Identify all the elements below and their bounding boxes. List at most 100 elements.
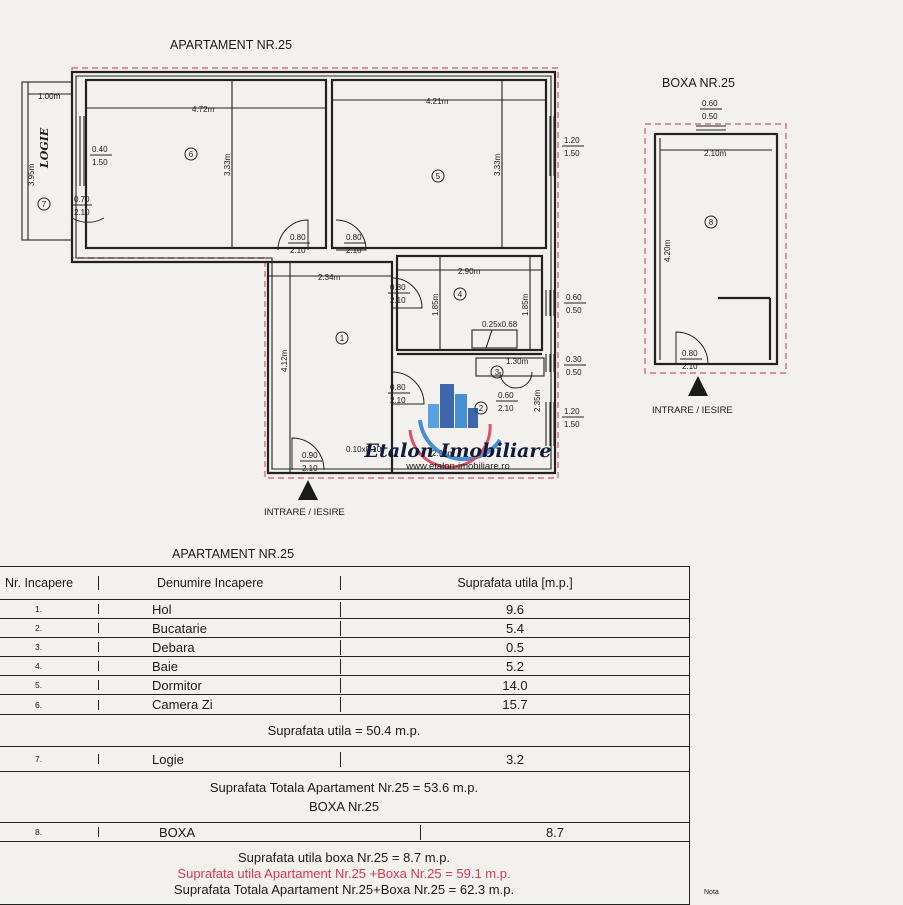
svg-text:2.10: 2.10 xyxy=(74,208,90,217)
window-bath xyxy=(545,290,555,316)
dim-boxa-width: 2.10m xyxy=(704,149,727,158)
apartment-total: Suprafata Totala Apartament Nr.25 = 53.6… xyxy=(209,780,479,795)
room-8-boxa xyxy=(653,132,779,366)
svg-text:2: 2 xyxy=(479,404,484,413)
loggia-outline xyxy=(21,81,73,241)
door-bath xyxy=(391,277,423,309)
svg-text:0.60: 0.60 xyxy=(702,99,718,108)
svg-text:2.10: 2.10 xyxy=(498,404,514,413)
svg-text:0.80: 0.80 xyxy=(390,383,406,392)
svg-text:0.30: 0.30 xyxy=(566,355,582,364)
row-nr: 2. xyxy=(0,623,99,633)
boxa-table-title: BOXA Nr.25 xyxy=(308,799,380,814)
header-nr: Nr. Incapere xyxy=(0,576,99,590)
apartment-plan-title: APARTAMENT NR.25 xyxy=(170,38,292,52)
svg-text:2.10: 2.10 xyxy=(302,464,318,473)
dim-hall-width: 2.34m xyxy=(318,273,341,282)
entrance-label: INTRARE / IESIRE xyxy=(264,507,345,518)
dim-bath-height-1: 1.85m xyxy=(431,293,440,316)
svg-text:3: 3 xyxy=(495,368,500,377)
svg-text:0.80: 0.80 xyxy=(390,283,406,292)
room-4-baie xyxy=(395,254,544,352)
opening-win-room5: 1.20 1.50 xyxy=(562,136,584,158)
window-room-5 xyxy=(545,116,555,176)
row-name: Debara xyxy=(99,639,341,655)
entrance-arrow xyxy=(298,480,318,500)
usable-total-row: Suprafata utila = 50.4 m.p. xyxy=(0,715,689,747)
svg-text:1.20: 1.20 xyxy=(564,136,580,145)
boxa-entrance-arrow xyxy=(688,376,708,396)
window-boxa xyxy=(696,125,726,135)
svg-text:0.90: 0.90 xyxy=(302,451,318,460)
svg-text:7: 7 xyxy=(42,200,47,209)
table-row: 3. Debara 0.5 xyxy=(0,638,689,657)
dim-room5-width: 4.21m xyxy=(426,97,449,106)
room-6-camera-zi xyxy=(84,78,328,250)
opening-win-kitchen: 1.201.50 xyxy=(562,407,584,429)
opening-door-debara: 0.60 2.10 xyxy=(496,391,518,413)
boxa-plan-title: BOXA NR.25 xyxy=(662,76,735,90)
row-nr: 1. xyxy=(0,604,99,614)
apartment-plus-boxa-total: Suprafata Totala Apartament Nr.25+Boxa N… xyxy=(173,881,515,897)
table-row: 5. Dormitor 14.0 xyxy=(0,676,689,695)
row-nr: 3. xyxy=(0,642,99,652)
row-nr: 4. xyxy=(0,661,99,671)
door-room-5 xyxy=(335,219,367,251)
dim-logie-width: 1.00m xyxy=(38,92,61,101)
opening-win-boxa: 0.60 0.50 xyxy=(700,99,722,121)
svg-text:1.50: 1.50 xyxy=(564,149,580,158)
row-area: 0.5 xyxy=(505,639,525,655)
loggia-label: LOGIE xyxy=(38,127,51,169)
svg-text:2.10: 2.10 xyxy=(390,296,406,305)
dim-room6-height: 3.33m xyxy=(223,153,232,176)
dim-kitchen-height: 2.35m xyxy=(533,389,542,412)
door-debara xyxy=(499,371,533,389)
table-title: APARTAMENT NR.25 xyxy=(172,547,295,561)
opening-win-bath: 0.60 0.50 xyxy=(564,293,586,315)
door-logie xyxy=(71,186,105,223)
row-area: 15.7 xyxy=(502,697,528,712)
usable-total: Suprafata utila = 50.4 m.p. xyxy=(267,723,421,738)
svg-text:0.60: 0.60 xyxy=(566,293,582,302)
opening-door-room6: 0.802.10 xyxy=(288,233,310,255)
floor-plan: APARTAMENT NR.25 BOXA NR.25 6 5 1 4 xyxy=(21,38,787,518)
table-row: 6. Camera Zi 15.7 xyxy=(0,695,689,715)
apartment-plus-boxa-usable: Suprafata utila Apartament Nr.25 +Boxa N… xyxy=(177,865,511,881)
opening-door-boxa: 0.802.10 xyxy=(680,349,702,371)
opening-door-kitchen: 0.802.10 xyxy=(388,383,410,405)
door-room-6 xyxy=(277,219,309,251)
svg-text:0.50: 0.50 xyxy=(702,112,718,121)
window-kitchen xyxy=(545,402,555,446)
watermark-url: www.etalon-imobiliare.ro xyxy=(406,461,510,472)
table-row: 1. Hol 9.6 xyxy=(0,600,689,619)
door-entry xyxy=(291,437,325,471)
window-debara xyxy=(545,354,555,372)
row-name: Dormitor xyxy=(99,677,341,693)
svg-text:2.10: 2.10 xyxy=(290,246,306,255)
room-number-5: 5 xyxy=(431,169,445,183)
room-number-1: 1 xyxy=(335,331,349,345)
svg-text:0.60: 0.60 xyxy=(498,391,514,400)
svg-text:2.10: 2.10 xyxy=(682,362,698,371)
watermark-logo-icon xyxy=(408,384,502,469)
room-number-8: 8 xyxy=(704,215,718,229)
svg-text:0.50: 0.50 xyxy=(566,306,582,315)
opening-win-room6: 0.401.50 xyxy=(90,145,112,167)
boxa-entrance-label: INTRARE / IESIRE xyxy=(652,405,733,416)
door-boxa xyxy=(675,331,709,365)
svg-text:1.50: 1.50 xyxy=(564,420,580,429)
row-area: 9.6 xyxy=(505,601,525,617)
svg-text:1.50: 1.50 xyxy=(92,158,108,167)
svg-text:0.80: 0.80 xyxy=(346,233,362,242)
dim-room6-width: 4.72m xyxy=(192,105,215,114)
row-area: 8.7 xyxy=(545,824,565,840)
area-table: Nr. Incapere Denumire Incapere Suprafata… xyxy=(0,566,690,905)
window-room-6 xyxy=(75,116,85,186)
row-name: BOXA xyxy=(99,824,421,840)
row-area: 5.4 xyxy=(505,620,525,636)
opening-door-logie: 0.702.10 xyxy=(72,195,92,217)
apartment-total-block: Suprafata Totala Apartament Nr.25 = 53.6… xyxy=(0,772,689,823)
boxa-usable-total: Suprafata utila boxa Nr.25 = 8.7 m.p. xyxy=(237,849,451,865)
row-area: 14.0 xyxy=(502,677,528,693)
dim-logie-height: 3.95m xyxy=(27,163,36,186)
